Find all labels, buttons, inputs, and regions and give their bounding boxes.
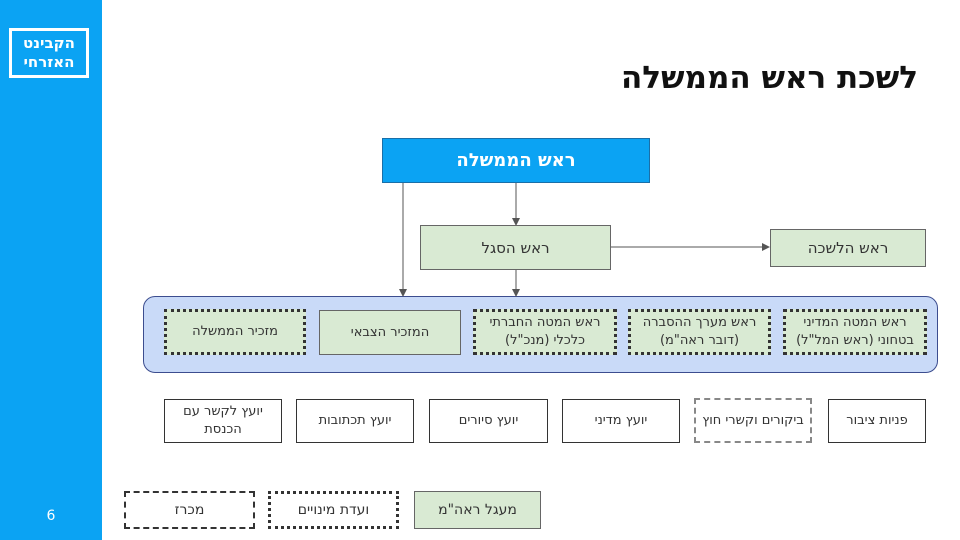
- logo-line-2: האזרחי: [23, 53, 75, 71]
- legend-tender: מכרז: [124, 491, 255, 529]
- prime-minister-box: ראש הממשלה: [382, 138, 650, 183]
- knesset-advisor-box: יועץ לקשר עם הכנסת: [164, 399, 282, 443]
- logo: הקבינט האזרחי: [9, 28, 89, 78]
- tours-advisor-box: יועץ סיורים: [429, 399, 548, 443]
- econ-head-box: ראש המטה החברתי כלכלי (מנכ"ל): [473, 309, 617, 355]
- sidebar: הקבינט האזרחי 6: [0, 0, 102, 540]
- chief-of-staff-box: ראש הסגל: [420, 225, 611, 270]
- logo-line-1: הקבינט: [23, 34, 75, 52]
- legend-appointments-committee: ועדת מינויים: [268, 491, 399, 529]
- page-number: 6: [46, 508, 56, 524]
- correspondence-advisor-box: יועץ תכתובות: [296, 399, 414, 443]
- gov-secretary-box: מזכיר הממשלה: [164, 309, 306, 355]
- military-secretary-box: המזכיר הצבאי: [319, 310, 461, 355]
- legend-inner-circle: מעגל ראה"מ: [414, 491, 541, 529]
- visits-foreign-box: ביקורים וקשרי חוץ: [694, 398, 812, 443]
- bureau-head-box: ראש הלשכה: [770, 229, 926, 267]
- page-title: לשכת ראש הממשלה: [620, 60, 918, 96]
- policy-advisor-box: יועץ מדיני: [562, 399, 680, 443]
- public-inquiries-box: פניות ציבור: [828, 399, 926, 443]
- comms-head-box: ראש מערך ההסברה (דובר ראה"מ): [628, 309, 771, 355]
- nsc-head-box: ראש המטה המדיני בטחוני (ראש המל"ל): [783, 309, 927, 355]
